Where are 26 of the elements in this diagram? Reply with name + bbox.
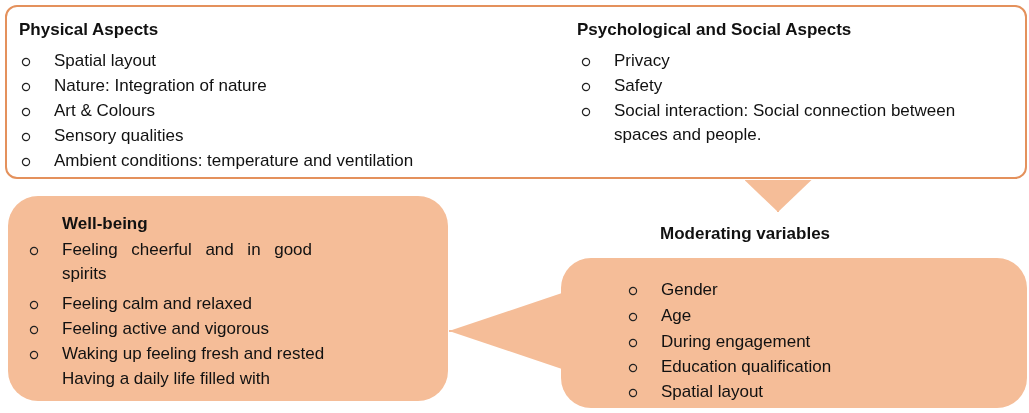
list-item: During engagement	[661, 331, 812, 353]
list-item: Feeling cheerful and in good spirits	[62, 239, 312, 285]
list-item: Feeling calm and relaxed	[62, 293, 253, 315]
section-heading: Well-being	[62, 213, 149, 235]
aspects-panel	[5, 5, 1027, 179]
list-item: Art & Colours	[54, 100, 157, 122]
list-item: Spatial layout	[661, 381, 765, 403]
list-item: Sensory qualities	[54, 125, 185, 147]
list-item: Ambient conditions: temperature and ventilation	[54, 150, 415, 172]
list-item: Age	[661, 305, 693, 327]
list-item: Spatial layout	[54, 50, 158, 72]
section-heading: Moderating variables	[660, 223, 832, 245]
section-heading: Physical Aspects	[19, 19, 160, 41]
list-item: Waking up feeling fresh and rested	[62, 343, 326, 365]
section-heading: Psychological and Social Aspects	[577, 19, 853, 41]
callout-pointer	[448, 293, 563, 369]
list-item: Social interaction: Social connection between spaces and people.	[614, 100, 957, 146]
list-item: Gender	[661, 279, 719, 301]
callout-bubble	[8, 196, 448, 401]
list-item: Having a daily life filled with	[62, 368, 271, 390]
list-item: Education qualification	[661, 356, 833, 378]
callout-pointer	[744, 179, 812, 213]
list-item: Privacy	[614, 50, 671, 72]
list-item: Safety	[614, 75, 664, 97]
list-item: Feeling active and vigorous	[62, 318, 270, 340]
list-item: Nature: Integration of nature	[54, 75, 268, 97]
